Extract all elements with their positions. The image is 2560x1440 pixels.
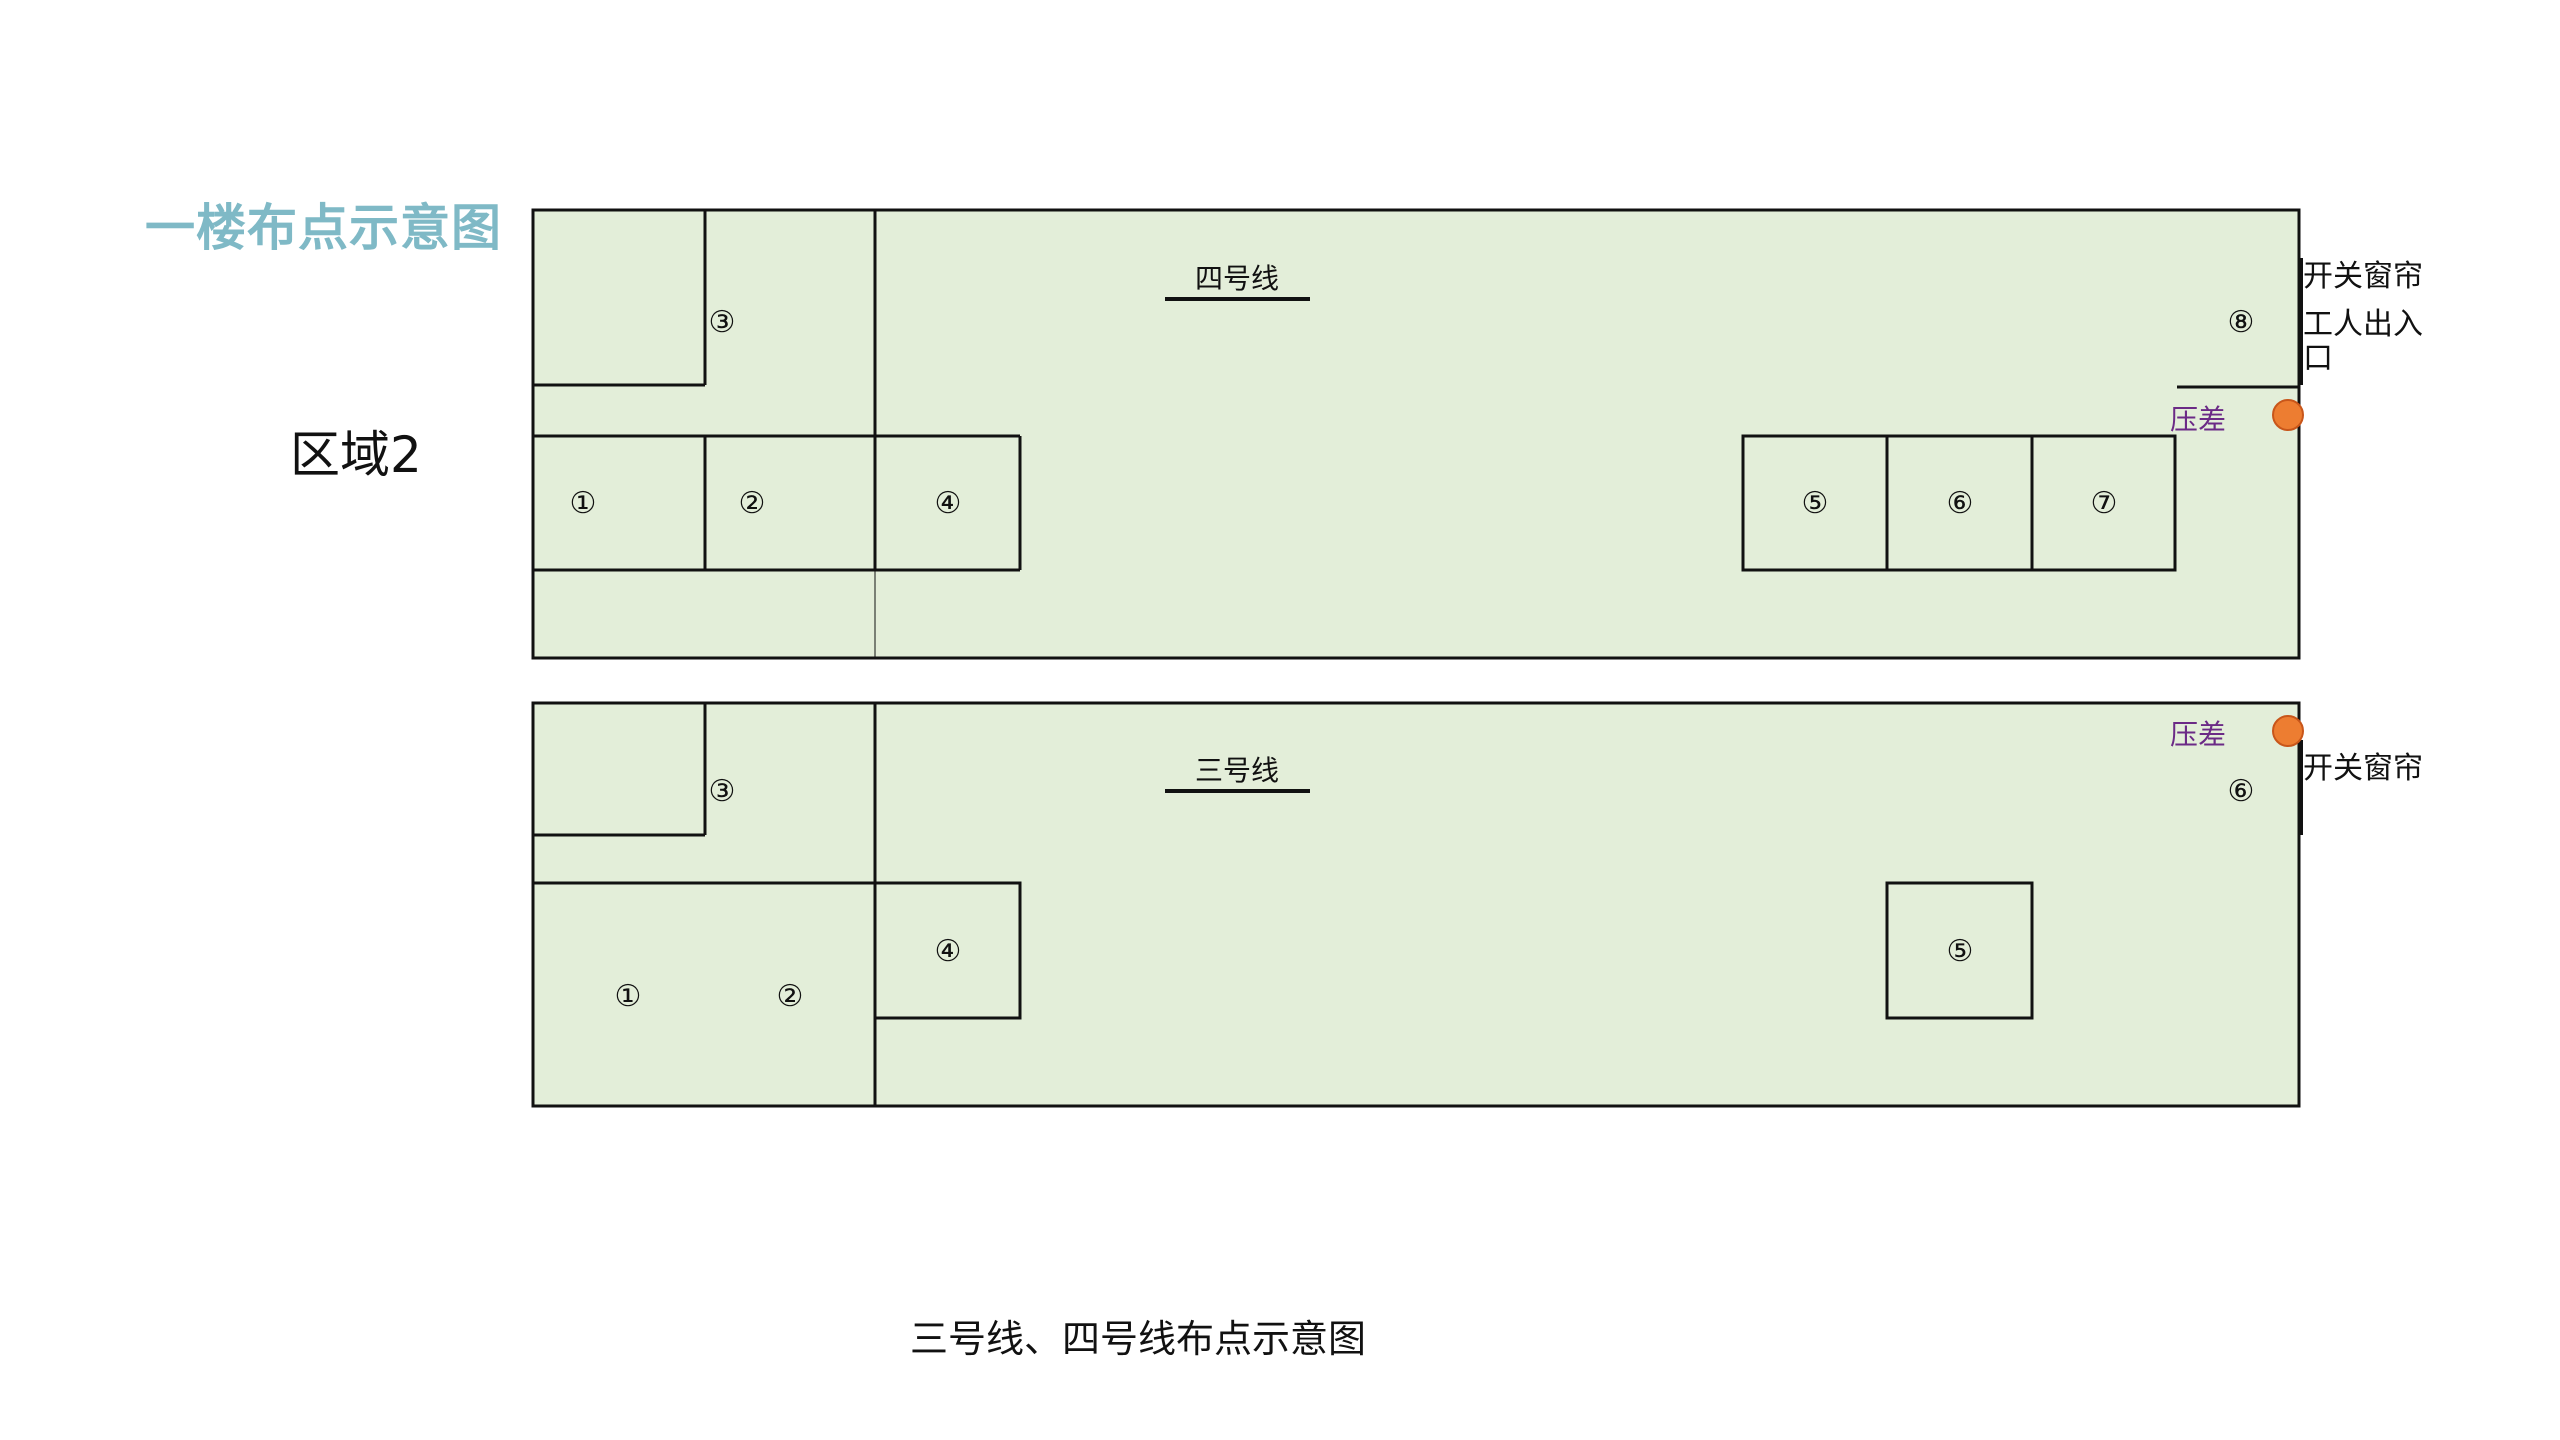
line4-point-8: ⑧: [2228, 305, 2255, 340]
page-title: 一楼布点示意图: [145, 199, 502, 257]
diagram-caption: 三号线、四号线布点示意图: [910, 1317, 1367, 1361]
line3-point-3: ③: [709, 774, 736, 809]
line3-outline: [531, 701, 2301, 1108]
line4-name: 四号线: [1195, 262, 1279, 295]
line4-point-4: ④: [935, 486, 962, 521]
line4-curtain-label: 开关窗帘: [2303, 259, 2423, 294]
line4-point-2: ②: [739, 486, 766, 521]
line4-point-1: ①: [570, 486, 597, 521]
line4-point-6: ⑥: [1947, 486, 1974, 521]
line4-outline: [531, 208, 2301, 660]
line3-point-6: ⑥: [2228, 774, 2255, 809]
line3-point-4: ④: [935, 934, 962, 969]
line4-pressure-sensor-icon: [2272, 399, 2304, 431]
line3-point-1: ①: [615, 979, 642, 1014]
line3-name: 三号线: [1195, 754, 1279, 787]
line3-plan: 三号线 ① ② ③ ④ ⑤ ⑥: [531, 701, 2304, 1108]
line4-pressure-label: 压差: [2170, 403, 2227, 436]
line3-curtain-label: 开关窗帘: [2303, 751, 2423, 786]
line3-pressure-sensor-icon: [2272, 715, 2304, 747]
line4-entrance-label-2: 口: [2303, 341, 2333, 376]
line4-point-5: ⑤: [1802, 486, 1829, 521]
zone-label: 区域2: [290, 426, 422, 484]
line4-plan: 四号线 ① ② ③ ④ ⑤ ⑥ ⑦ ⑧: [531, 208, 2304, 660]
line4-point-7: ⑦: [2091, 486, 2118, 521]
line3-pressure-label: 压差: [2170, 718, 2227, 751]
line3-point-5: ⑤: [1947, 934, 1974, 969]
line4-entrance-label-1: 工人出入: [2303, 307, 2423, 342]
line4-point-3: ③: [709, 305, 736, 340]
line3-point-2: ②: [777, 979, 804, 1014]
